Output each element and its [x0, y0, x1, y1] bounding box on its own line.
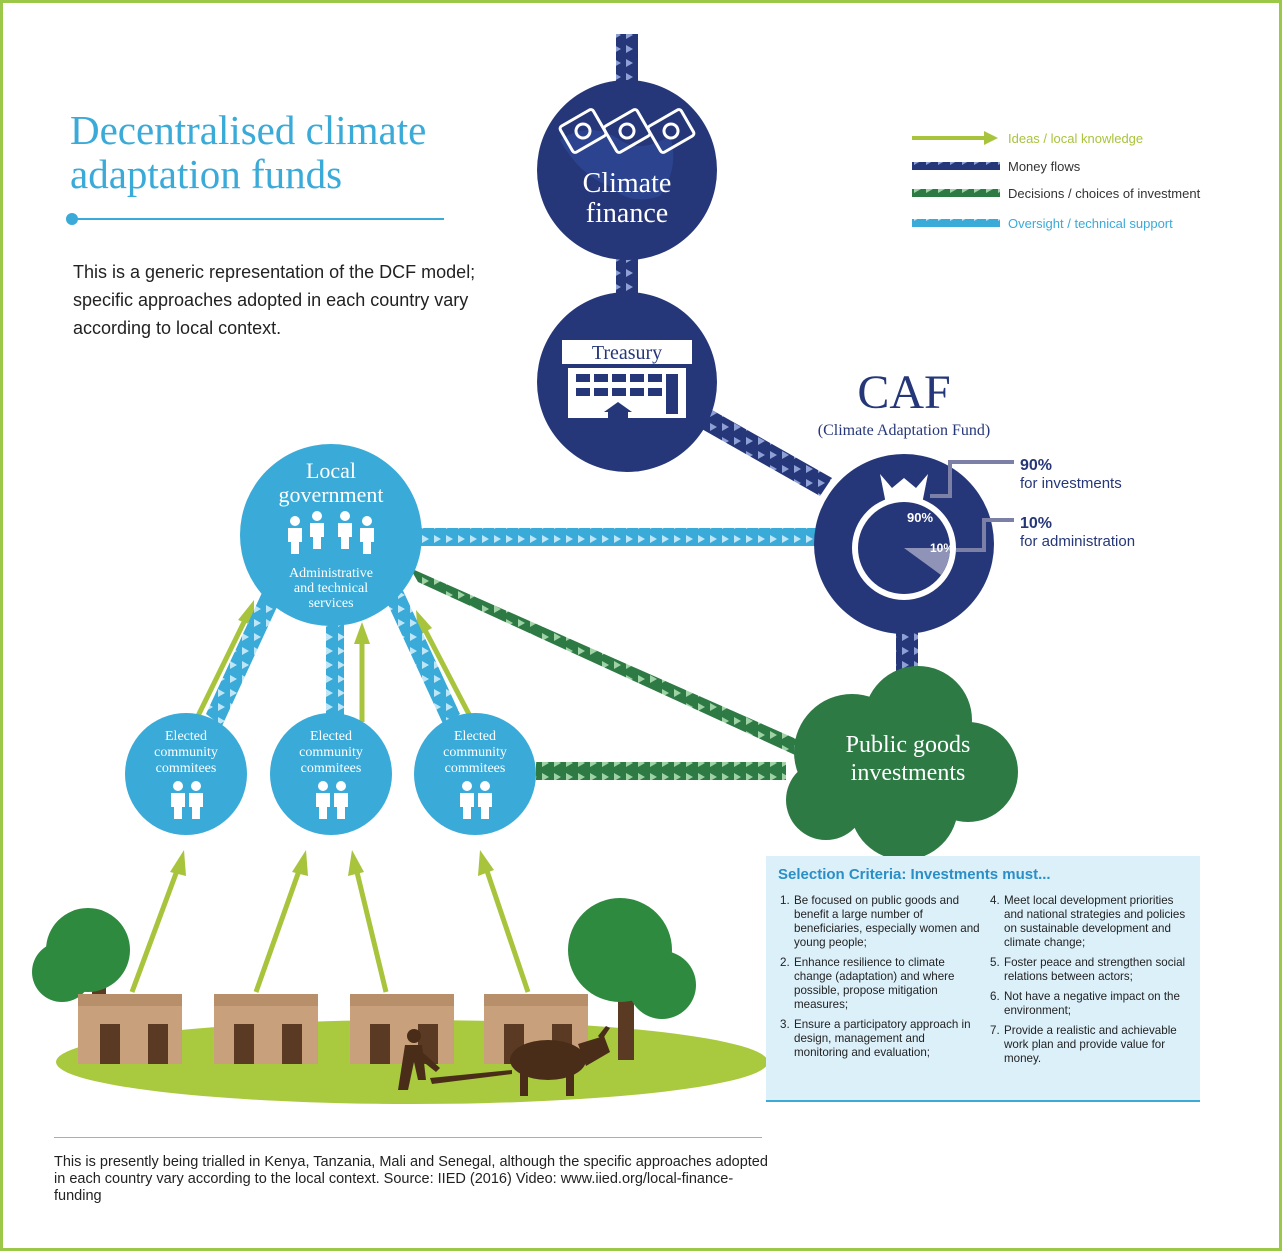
local-gov-label-2: government [278, 482, 383, 507]
caf-callouts [930, 460, 1014, 552]
admin-label-2: and technical [294, 581, 368, 596]
committee-1-label-1: Elected [165, 729, 207, 744]
caf-title: CAF [857, 366, 950, 419]
page-title: Decentralised climate adaptation funds [70, 108, 490, 196]
house-3 [350, 994, 454, 1064]
selection-criteria-title: Selection Criteria: Investments must... [778, 866, 1051, 883]
title-divider [72, 218, 444, 220]
house-1 [78, 994, 182, 1064]
legend-money: Money flows [912, 156, 1080, 176]
selection-criteria-left: 1.Be focused on public goods and benefit… [780, 894, 980, 1066]
criteria-item: 2.Enhance resilience to climate change (… [780, 956, 955, 1011]
admin-label-3: services [308, 596, 353, 611]
criteria-item: 6.Not have a negative impact on the envi… [990, 990, 1180, 1017]
oversight-arrows [206, 528, 820, 726]
legend-money-label: Money flows [1008, 158, 1081, 174]
committee-1-label-2: community [154, 745, 218, 760]
money-arrows [616, 34, 918, 676]
treasury-node: Treasury [537, 292, 717, 472]
village-scene [32, 898, 768, 1104]
criteria-item: 3.Ensure a participatory approach in des… [780, 1018, 971, 1059]
local-gov-label-1: Local [306, 458, 356, 483]
local-government-node: Local government Administrative and tech… [240, 444, 422, 626]
legend-ideas-label: Ideas / local knowledge [1008, 130, 1144, 146]
farmer-with-plough [398, 1029, 512, 1090]
committee-node-3: Elected community commitees [414, 713, 536, 835]
banknotes-icon [558, 108, 696, 154]
committee-3-label-2: community [443, 745, 507, 760]
pct-admin-value: 10% [1020, 515, 1052, 532]
legend-decisions: Decisions / choices of investment [912, 183, 1200, 203]
criteria-item: 5.Foster peace and strengthen social rel… [990, 956, 1186, 983]
public-goods-node [786, 666, 1018, 860]
criteria-item: 1.Be focused on public goods and benefit… [780, 894, 980, 949]
footer-note: This is presently being trialled in Keny… [54, 1154, 768, 1204]
committee-node-2: Elected community commitees [270, 713, 392, 835]
building-icon [568, 368, 686, 424]
committee-3-label-3: commitees [445, 761, 506, 776]
climate-finance-node: Climate finance [537, 80, 717, 260]
public-goods-label-2: investments [851, 760, 966, 786]
tree-right [568, 898, 696, 1060]
criteria-item: 4.Meet local development priorities and … [990, 894, 1186, 949]
pie-invest-label: 90% [907, 510, 933, 525]
committee-3-label-1: Elected [454, 729, 496, 744]
pct-invest-value: 90% [1020, 457, 1052, 474]
climate-finance-label-2: finance [586, 198, 668, 229]
pie-admin-label: 10% [930, 541, 954, 555]
treasury-label: Treasury [592, 342, 662, 364]
intro-text: This is a generic representation of the … [73, 262, 476, 338]
ox [510, 1026, 610, 1096]
committee-node-1: Elected community commitees [125, 713, 247, 835]
committee-1-label-3: commitees [156, 761, 217, 776]
footer-divider [54, 1137, 762, 1138]
public-goods-label-1: Public goods [846, 732, 971, 758]
selection-criteria-right: 4.Meet local development priorities and … [990, 894, 1190, 1072]
money-bag-icon [852, 474, 956, 600]
selection-criteria-box: Selection Criteria: Investments must... … [766, 856, 1200, 1102]
legend-oversight: Oversight / technical support [912, 213, 1173, 233]
committee-2-label-2: community [299, 745, 363, 760]
house-2 [214, 994, 318, 1064]
ideas-arrows [129, 600, 531, 993]
climate-finance-label-1: Climate [583, 168, 672, 199]
admin-label-1: Administrative [289, 566, 373, 581]
committee-2-label-3: commitees [301, 761, 362, 776]
committee-2-label-1: Elected [310, 729, 352, 744]
decision-arrows [410, 568, 812, 780]
legend-swatches [912, 131, 1000, 227]
title-line-2: adaptation funds [70, 151, 343, 197]
legend-oversight-label: Oversight / technical support [1008, 215, 1173, 231]
pct-admin-text: for administration [1020, 533, 1135, 550]
legend-ideas: Ideas / local knowledge [912, 128, 1143, 148]
caf-subtitle: (Climate Adaptation Fund) [818, 422, 990, 439]
pct-invest-text: for investments [1020, 475, 1122, 492]
title-divider-dot [66, 213, 78, 225]
criteria-item: 7.Provide a realistic and achievable wor… [990, 1024, 1177, 1065]
legend-decisions-label: Decisions / choices of investment [1008, 185, 1201, 201]
caf-node: 90% 10% [814, 454, 994, 634]
title-line-1: Decentralised climate [70, 107, 427, 153]
